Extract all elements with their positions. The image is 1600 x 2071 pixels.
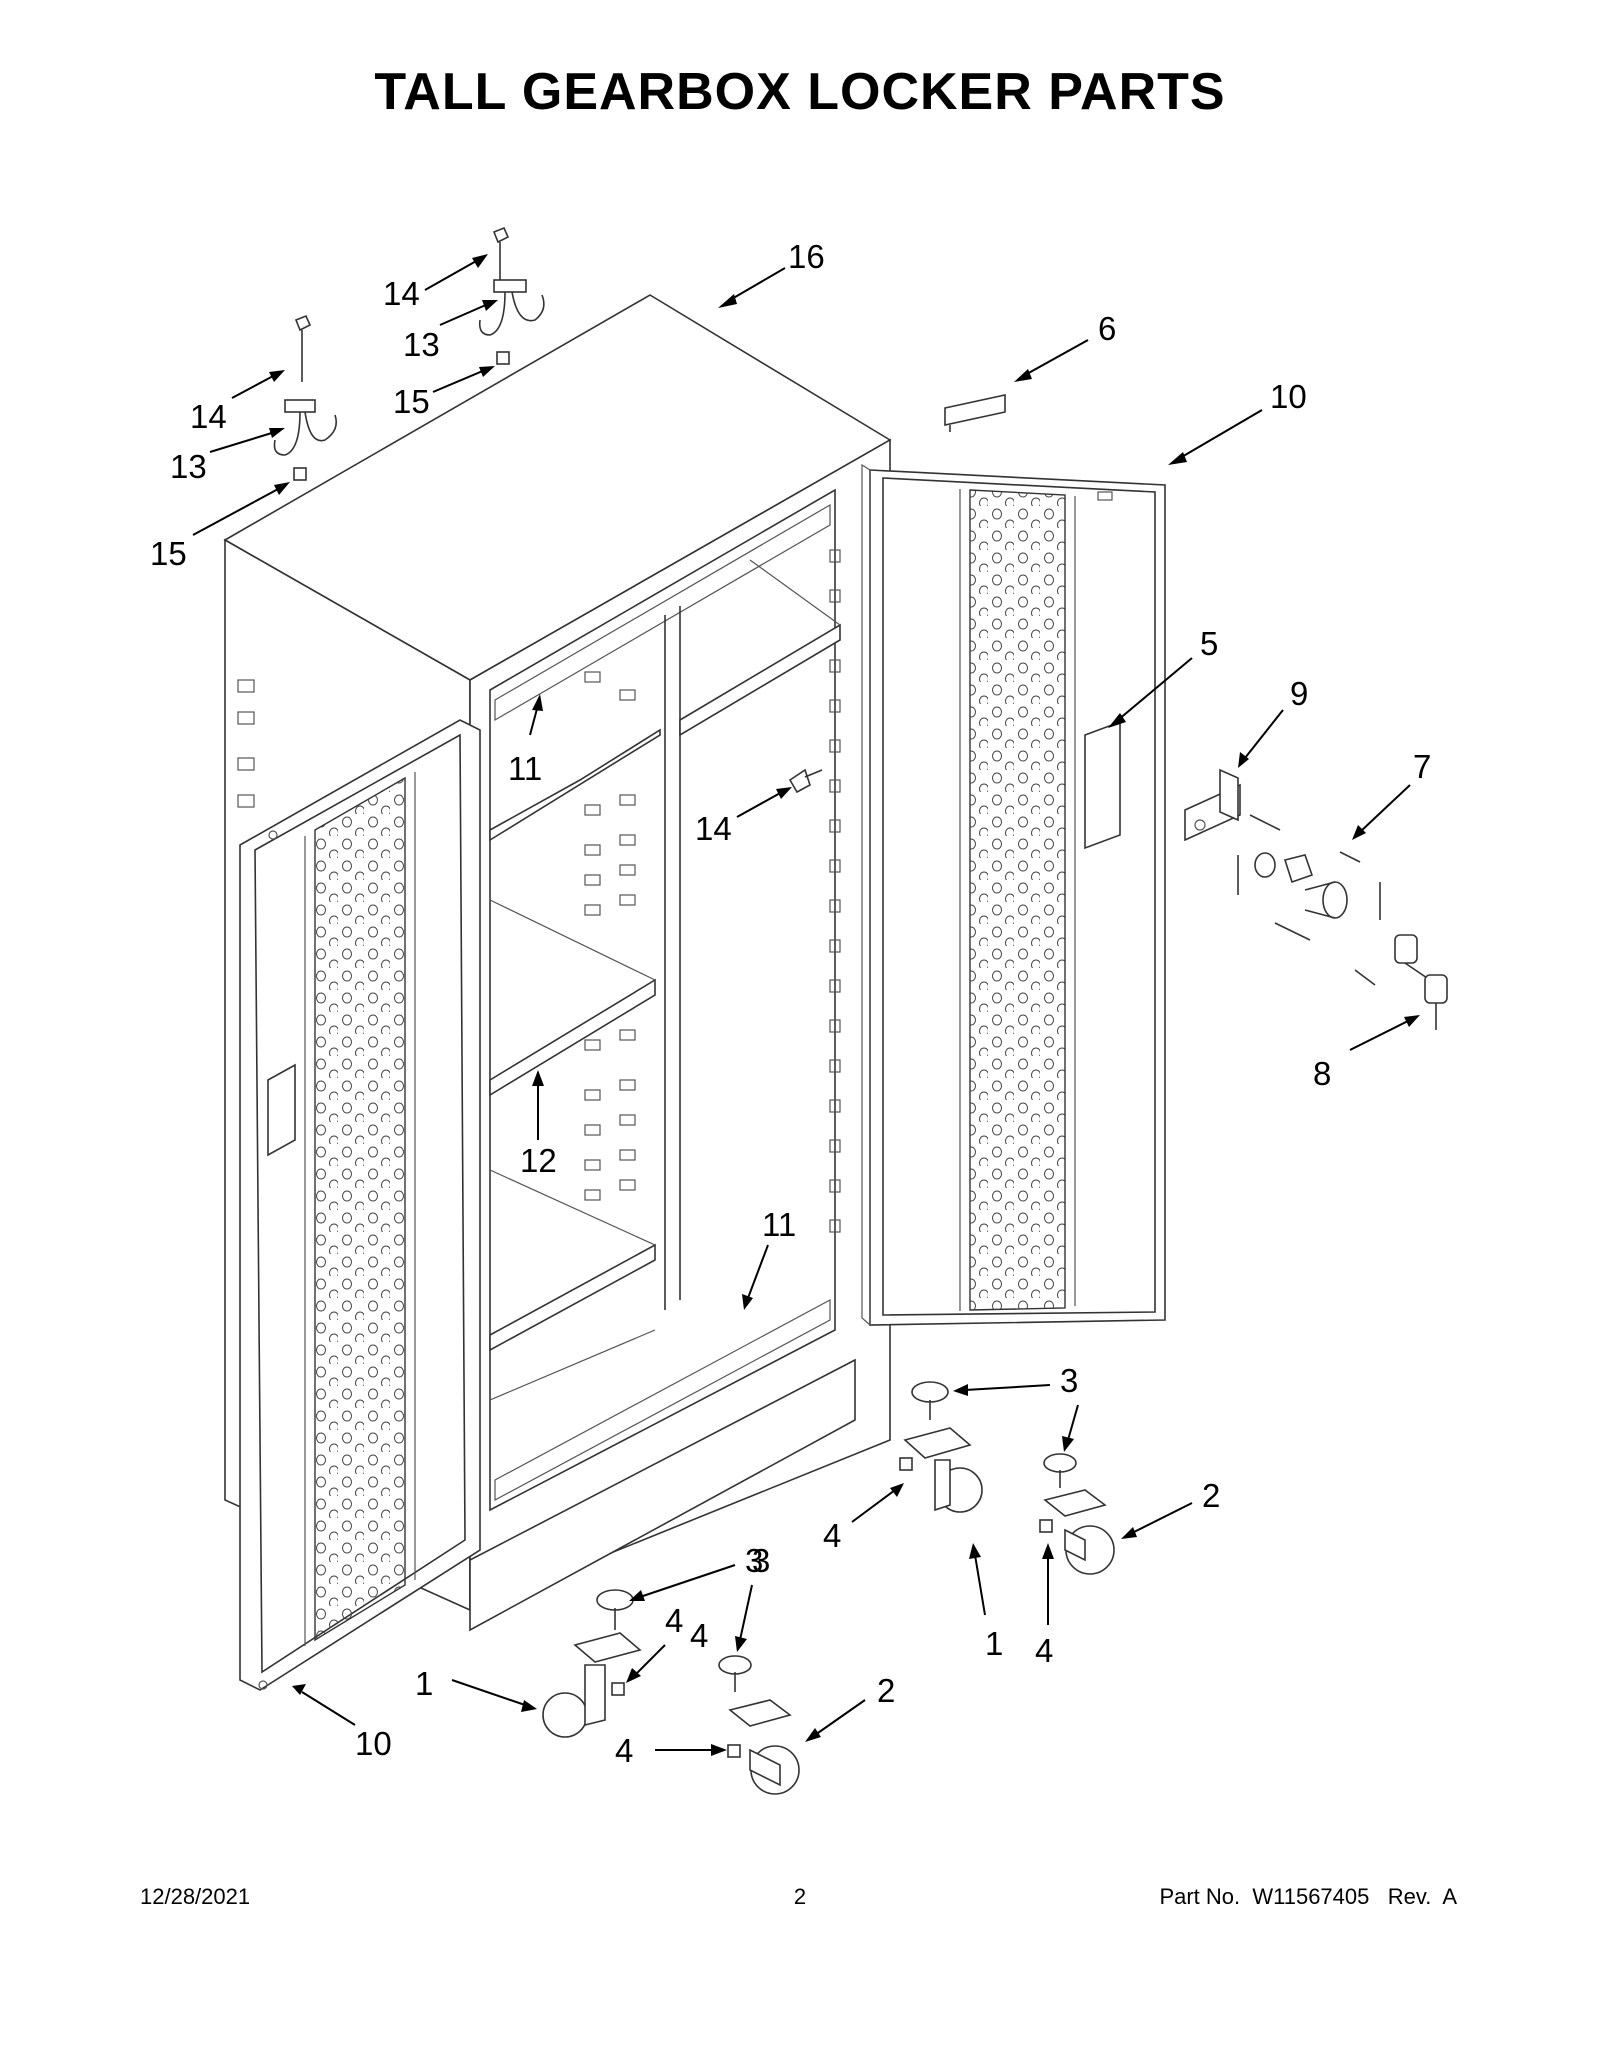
lock-assembly — [1184, 768, 1448, 1030]
callout-label: 6 — [1098, 310, 1116, 347]
callout-label: 15 — [393, 383, 430, 420]
caster-bolts-and-wheels — [542, 1381, 1115, 1795]
callout-label: 4 — [823, 1517, 841, 1554]
callout-label: 11 — [762, 1206, 796, 1243]
callout-label: 4 — [665, 1602, 683, 1639]
right-door — [861, 463, 1166, 1327]
callout-label: 14 — [383, 275, 420, 312]
callout-label: 7 — [1413, 748, 1431, 785]
callout-label: 3 — [1060, 1362, 1078, 1399]
callout-label: 15 — [150, 535, 187, 572]
callout-label: 10 — [1270, 378, 1307, 415]
callout-label: 14 — [190, 398, 227, 435]
callout-label: 13 — [170, 448, 207, 485]
callout-label: 4 — [1035, 1632, 1053, 1669]
callout-label: 14 — [695, 810, 732, 847]
page-title: TALL GEARBOX LOCKER PARTS — [374, 63, 1226, 121]
shelf-screw — [788, 768, 823, 794]
left-door — [239, 719, 481, 1691]
callout-label: 4 — [615, 1732, 633, 1769]
callout-label: 1 — [415, 1665, 433, 1702]
footer-page-number: 2 — [793, 1884, 807, 1909]
footer-date: 12/28/2021 — [140, 1884, 251, 1909]
coat-hook-right — [478, 226, 545, 365]
callout-label: 4 — [690, 1617, 708, 1654]
callout-label: 5 — [1200, 625, 1218, 662]
callout-label: 10 — [355, 1725, 392, 1762]
callout-label: 12 — [520, 1142, 557, 1179]
center-slots — [584, 671, 636, 1201]
shelf-slots — [829, 549, 841, 1233]
callout-label: 3 — [745, 1542, 763, 1579]
callout-label: 1 — [985, 1625, 1003, 1662]
callout-label: 11 — [508, 750, 542, 787]
callout-label: 3 — [752, 1542, 770, 1579]
coat-hook-left — [273, 314, 338, 481]
callout-label: 8 — [1313, 1055, 1331, 1092]
callout-label: 13 — [403, 326, 440, 363]
callout-label: 9 — [1290, 675, 1308, 712]
footer-part-number: Part No. W11567405 Rev. A — [1159, 1884, 1457, 1909]
callout-label: 2 — [877, 1672, 895, 1709]
callout-labels: 16 14 13 15 14 13 15 6 10 11 14 5 9 7 8 … — [150, 238, 1431, 1769]
callout-label: 2 — [1202, 1477, 1220, 1514]
part-6-bracket — [944, 394, 1006, 432]
callout-arrows — [192, 254, 1420, 1756]
callout-label: 16 — [788, 238, 825, 275]
